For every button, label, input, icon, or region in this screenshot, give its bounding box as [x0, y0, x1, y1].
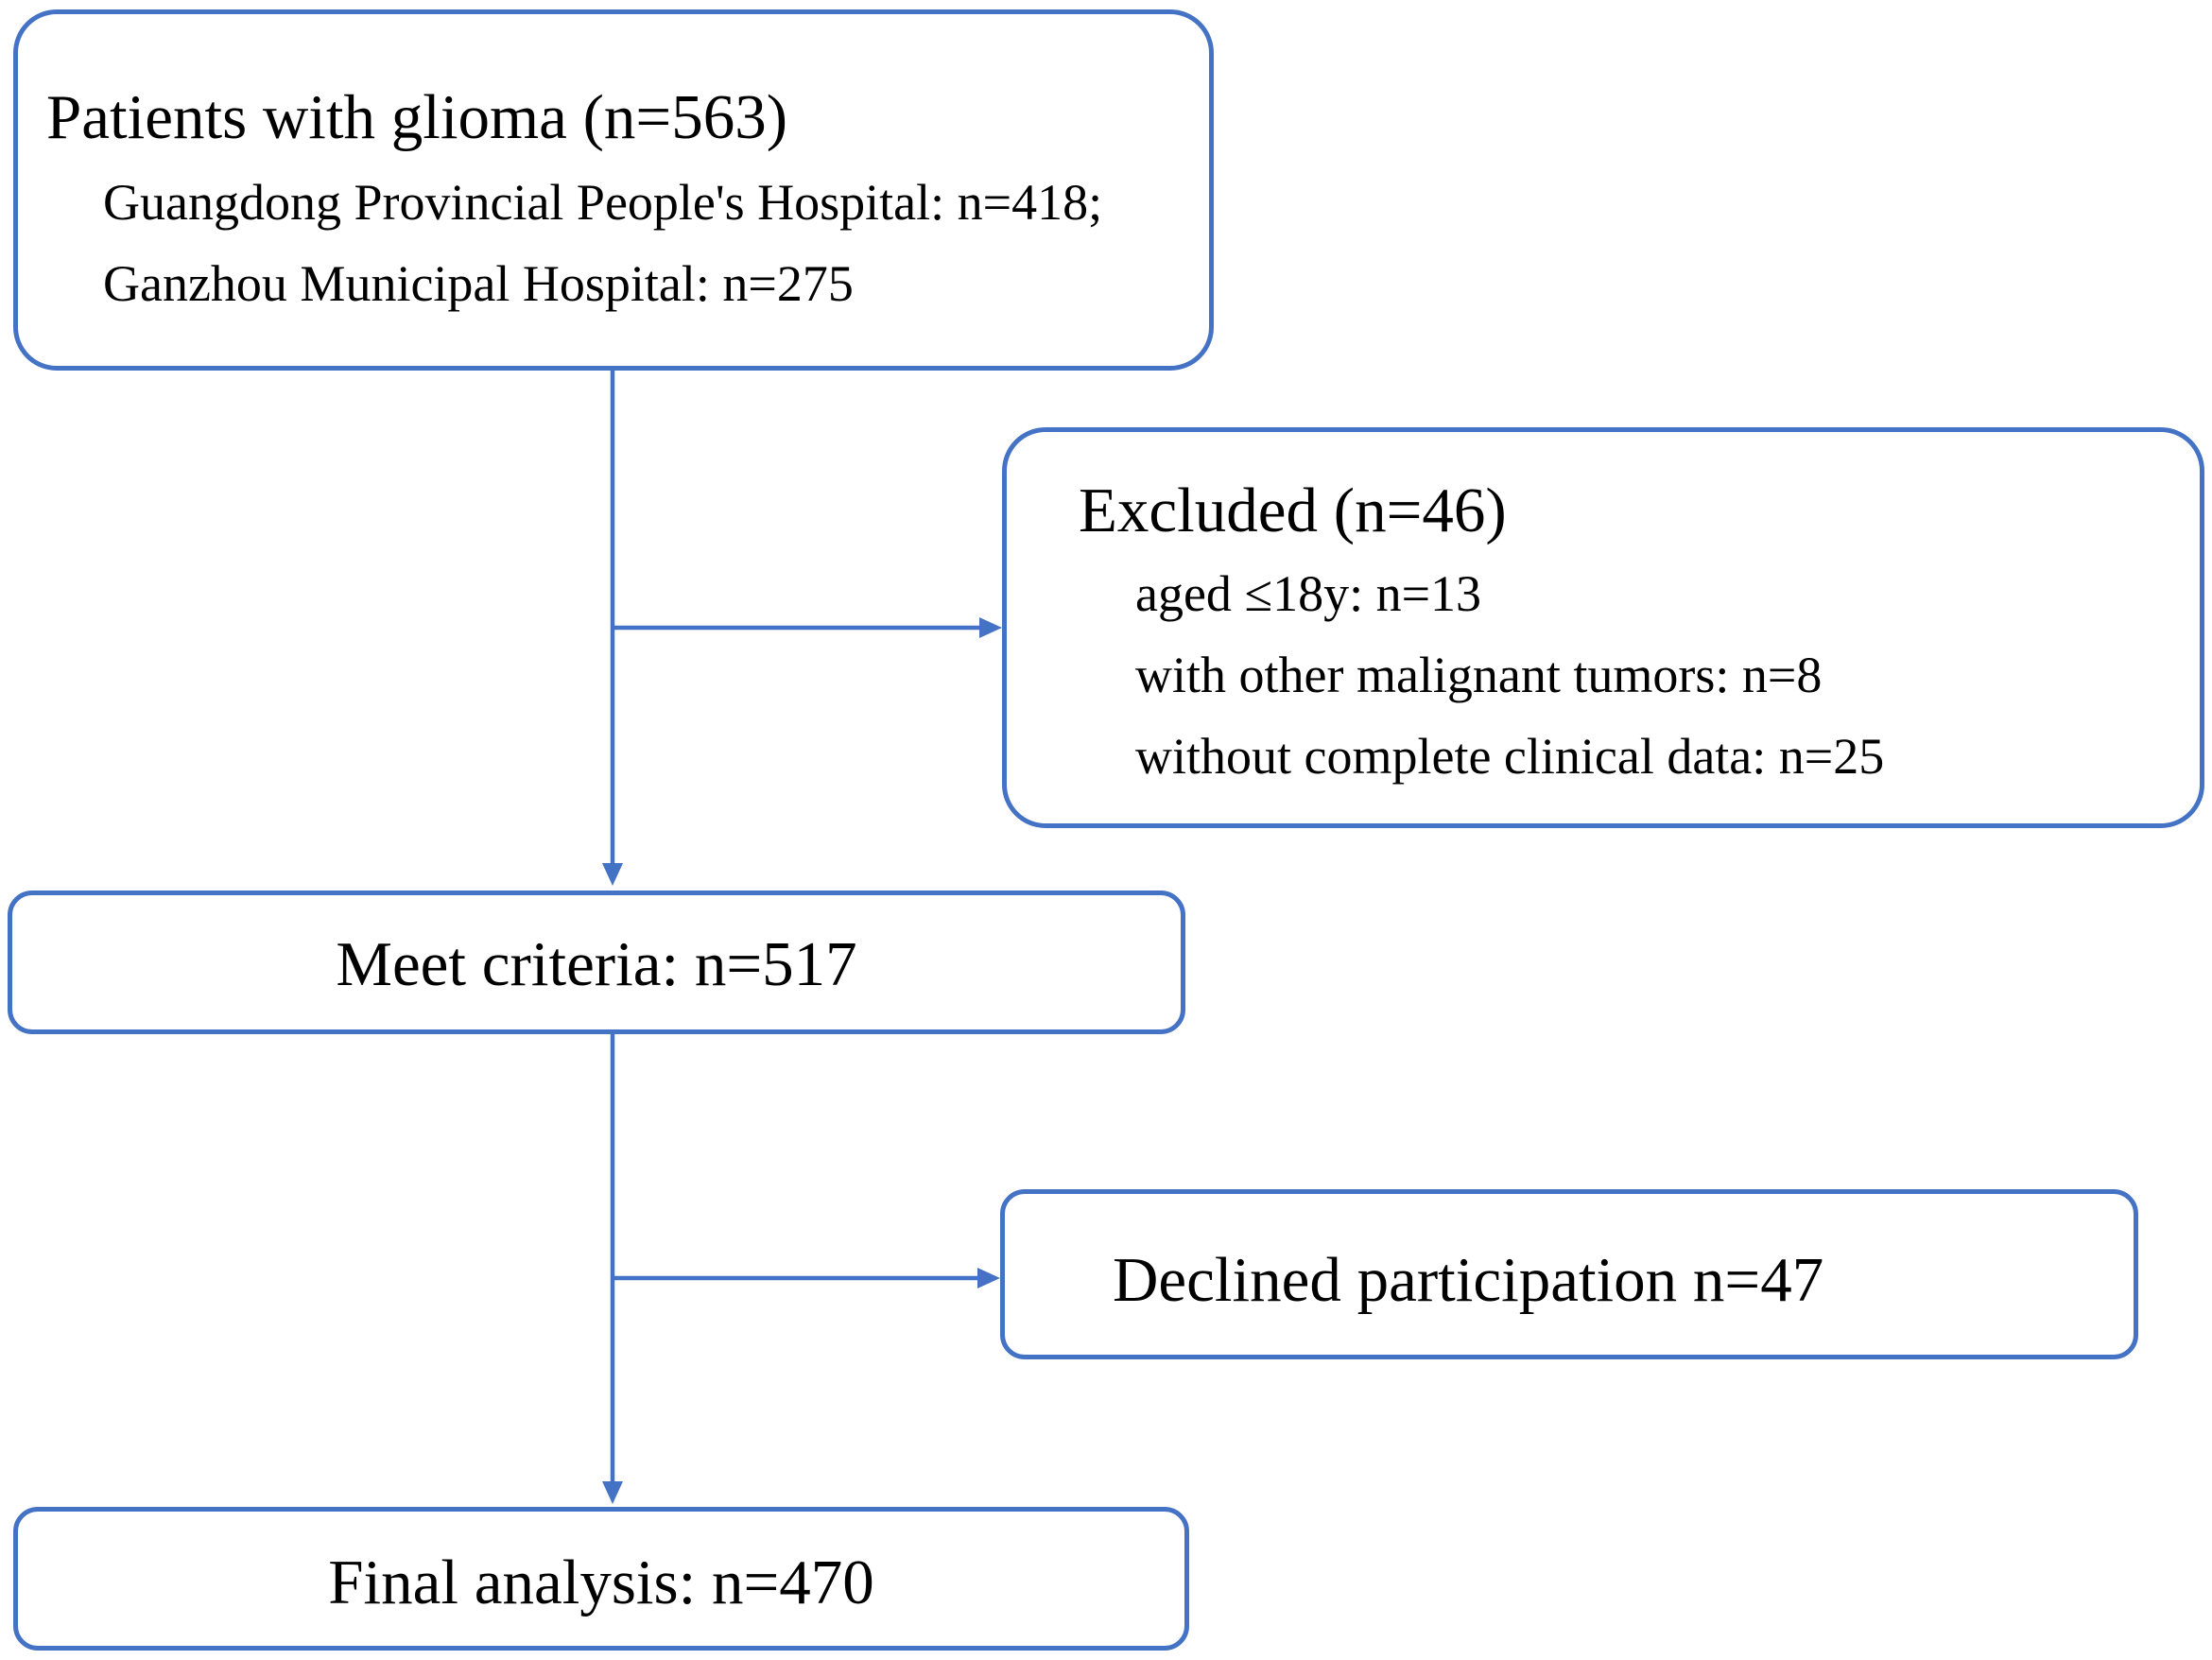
arrowhead-declined	[977, 1268, 1000, 1288]
excluded-box: Excluded (n=46) aged ≤18y: n=13 with oth…	[1002, 427, 2204, 828]
arrowhead-excluded	[979, 617, 1002, 638]
declined-label: Declined participation n=47	[1113, 1245, 1824, 1315]
excluded-title: Excluded (n=46)	[1079, 476, 1507, 545]
meet-criteria-box: Meet criteria: n=517	[8, 891, 1185, 1034]
final-analysis-label: Final analysis: n=470	[328, 1548, 874, 1617]
declined-box: Declined participation n=47	[1000, 1189, 2138, 1359]
arrowhead-final	[602, 1481, 623, 1504]
arrowhead-meet-criteria	[602, 863, 623, 886]
excluded-detail-age: aged ≤18y: n=13	[1135, 565, 1482, 622]
patients-detail-guangdong: Guangdong Provincial People's Hospital: …	[103, 174, 1103, 231]
patients-box: Patients with glioma (n=563) Guangdong P…	[13, 9, 1214, 371]
patients-title: Patients with glioma (n=563)	[46, 82, 788, 152]
excluded-detail-clinical-data: without complete clinical data: n=25	[1135, 728, 1885, 785]
final-analysis-box: Final analysis: n=470	[13, 1507, 1189, 1651]
excluded-detail-tumors: with other malignant tumors: n=8	[1135, 647, 1823, 703]
meet-criteria-label: Meet criteria: n=517	[336, 929, 857, 999]
patients-detail-ganzhou: Ganzhou Municipal Hospital: n=275	[103, 255, 854, 312]
